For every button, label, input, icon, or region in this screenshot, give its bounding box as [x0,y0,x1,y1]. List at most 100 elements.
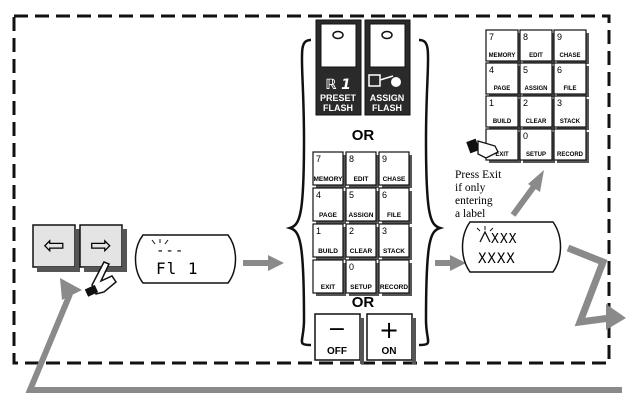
main-keypad-key-record[interactable]: RECORD [378,259,412,296]
preset-flash-button[interactable]: ℝ 1 PRESET FLASH [315,19,362,116]
small-keypad-key-label: PAGE [494,86,511,92]
main-keypad-key-number: 4 [316,190,321,200]
main-keypad-key-label: PAGE [319,212,338,219]
flow-arrowhead-3 [528,170,544,192]
small-keypad-key-number: 1 [489,98,494,108]
or-label-1: OR [352,127,375,144]
blink-indicator-left [151,239,169,245]
note-line-1: Press Exit [455,169,502,181]
preset-flash-line2: FLASH [323,103,353,113]
assign-flash-line1: ASSIGN [370,93,405,103]
small-keypad-key-number: 5 [523,65,528,75]
main-keypad-key-label: STACK [383,248,405,255]
lcd-display-left: --- Fl 1 [134,234,237,284]
plus-icon: + [379,316,399,344]
flow-arrow-line-3 [510,183,538,217]
preset-flash-line1: PRESET [320,93,357,103]
main-keypad-key-number: 8 [349,154,354,164]
main-keypad-key-label: SETUP [350,284,372,291]
main-keypad-key-label: BUILD [318,248,338,255]
main-keypad-key-number: 3 [382,226,387,236]
small-keypad-key-label: RECORD [557,152,584,158]
note-line-2: if only [455,182,486,194]
off-level-label: OFF [327,346,347,357]
small-keypad-key-label: CLEAR [526,119,547,125]
small-keypad-key-label: EXIT [495,152,509,158]
assign-flash-button[interactable]: ASSIGN FLASH [364,19,411,116]
note-line-3: entering [455,195,493,207]
main-keypad-key-number: 9 [382,154,387,164]
small-keypad-key-number: 8 [523,32,528,42]
on-level-label: ON [382,346,397,357]
left-arrow-icon: ⇦ [43,231,65,261]
minus-icon: − [328,317,346,342]
pointing-hand-icon [84,261,117,297]
small-keypad-key-label: MEMORY [489,53,516,59]
flow-arrowhead-1 [268,255,284,271]
assign-icon [368,74,401,87]
blink-indicator-right [476,226,494,243]
small-keypad-key-label: FILE [564,86,577,92]
assign-flash-line2: FLASH [372,103,402,113]
main-keypad-key-exit[interactable]: EXIT [312,259,346,296]
dashed-frame [12,14,611,365]
small-keypad-key-label: BUILD [493,119,512,125]
small-keypad-key-number: 2 [523,98,528,108]
display-left-line1: --- [156,243,184,259]
small-keypad-key-number: 4 [489,65,494,75]
small-keypad-key-number: 6 [557,65,562,75]
small-keypad-key-label: SETUP [526,152,546,158]
continuation-arrowhead [606,304,626,330]
small-keypad-key-label: STACK [560,119,581,125]
off-level-button[interactable]: − OFF [314,313,364,364]
main-keypad-key-number: 1 [316,226,321,236]
left-arrow-key[interactable]: ⇦ [32,224,80,272]
return-loop-arrowhead [60,278,82,300]
main-keypad-key-number: 0 [349,262,354,272]
note-line-4: a label [455,208,485,220]
press-exit-note: Press Exit if only entering a label [455,169,502,220]
main-keypad-key-label: EXIT [321,284,335,291]
small-keypad-key-label: CHASE [559,53,580,59]
display-right-line1: XXX [491,232,517,247]
or-label-2: OR [352,294,375,311]
display-right-line2: XXXX [478,251,516,267]
preset-flash-glyphs: ℝ 1 [325,77,351,93]
main-keypad-key-number: 5 [349,190,354,200]
lcd-display-right: XXX XXXX [461,221,562,273]
main-keypad-key-label: ASSIGN [349,212,374,219]
main-keypad-key-number: 7 [316,154,321,164]
main-keypad-key-label: CHASE [383,176,406,183]
main-keypad-key-label: EDIT [354,176,369,183]
small-keypad-key-number: 9 [557,32,562,42]
small-keypad-key-label: ASSIGN [524,86,547,92]
right-curly-brace [418,38,445,347]
small-keypad-key-record[interactable]: RECORD [553,128,589,163]
display-left-line2: Fl 1 [156,259,199,278]
on-level-button[interactable]: + ON [366,313,416,364]
small-keypad-key-number: 0 [523,131,528,141]
pressing-hand-icon [466,138,499,159]
main-keypad-key-label: MEMORY [313,176,343,183]
